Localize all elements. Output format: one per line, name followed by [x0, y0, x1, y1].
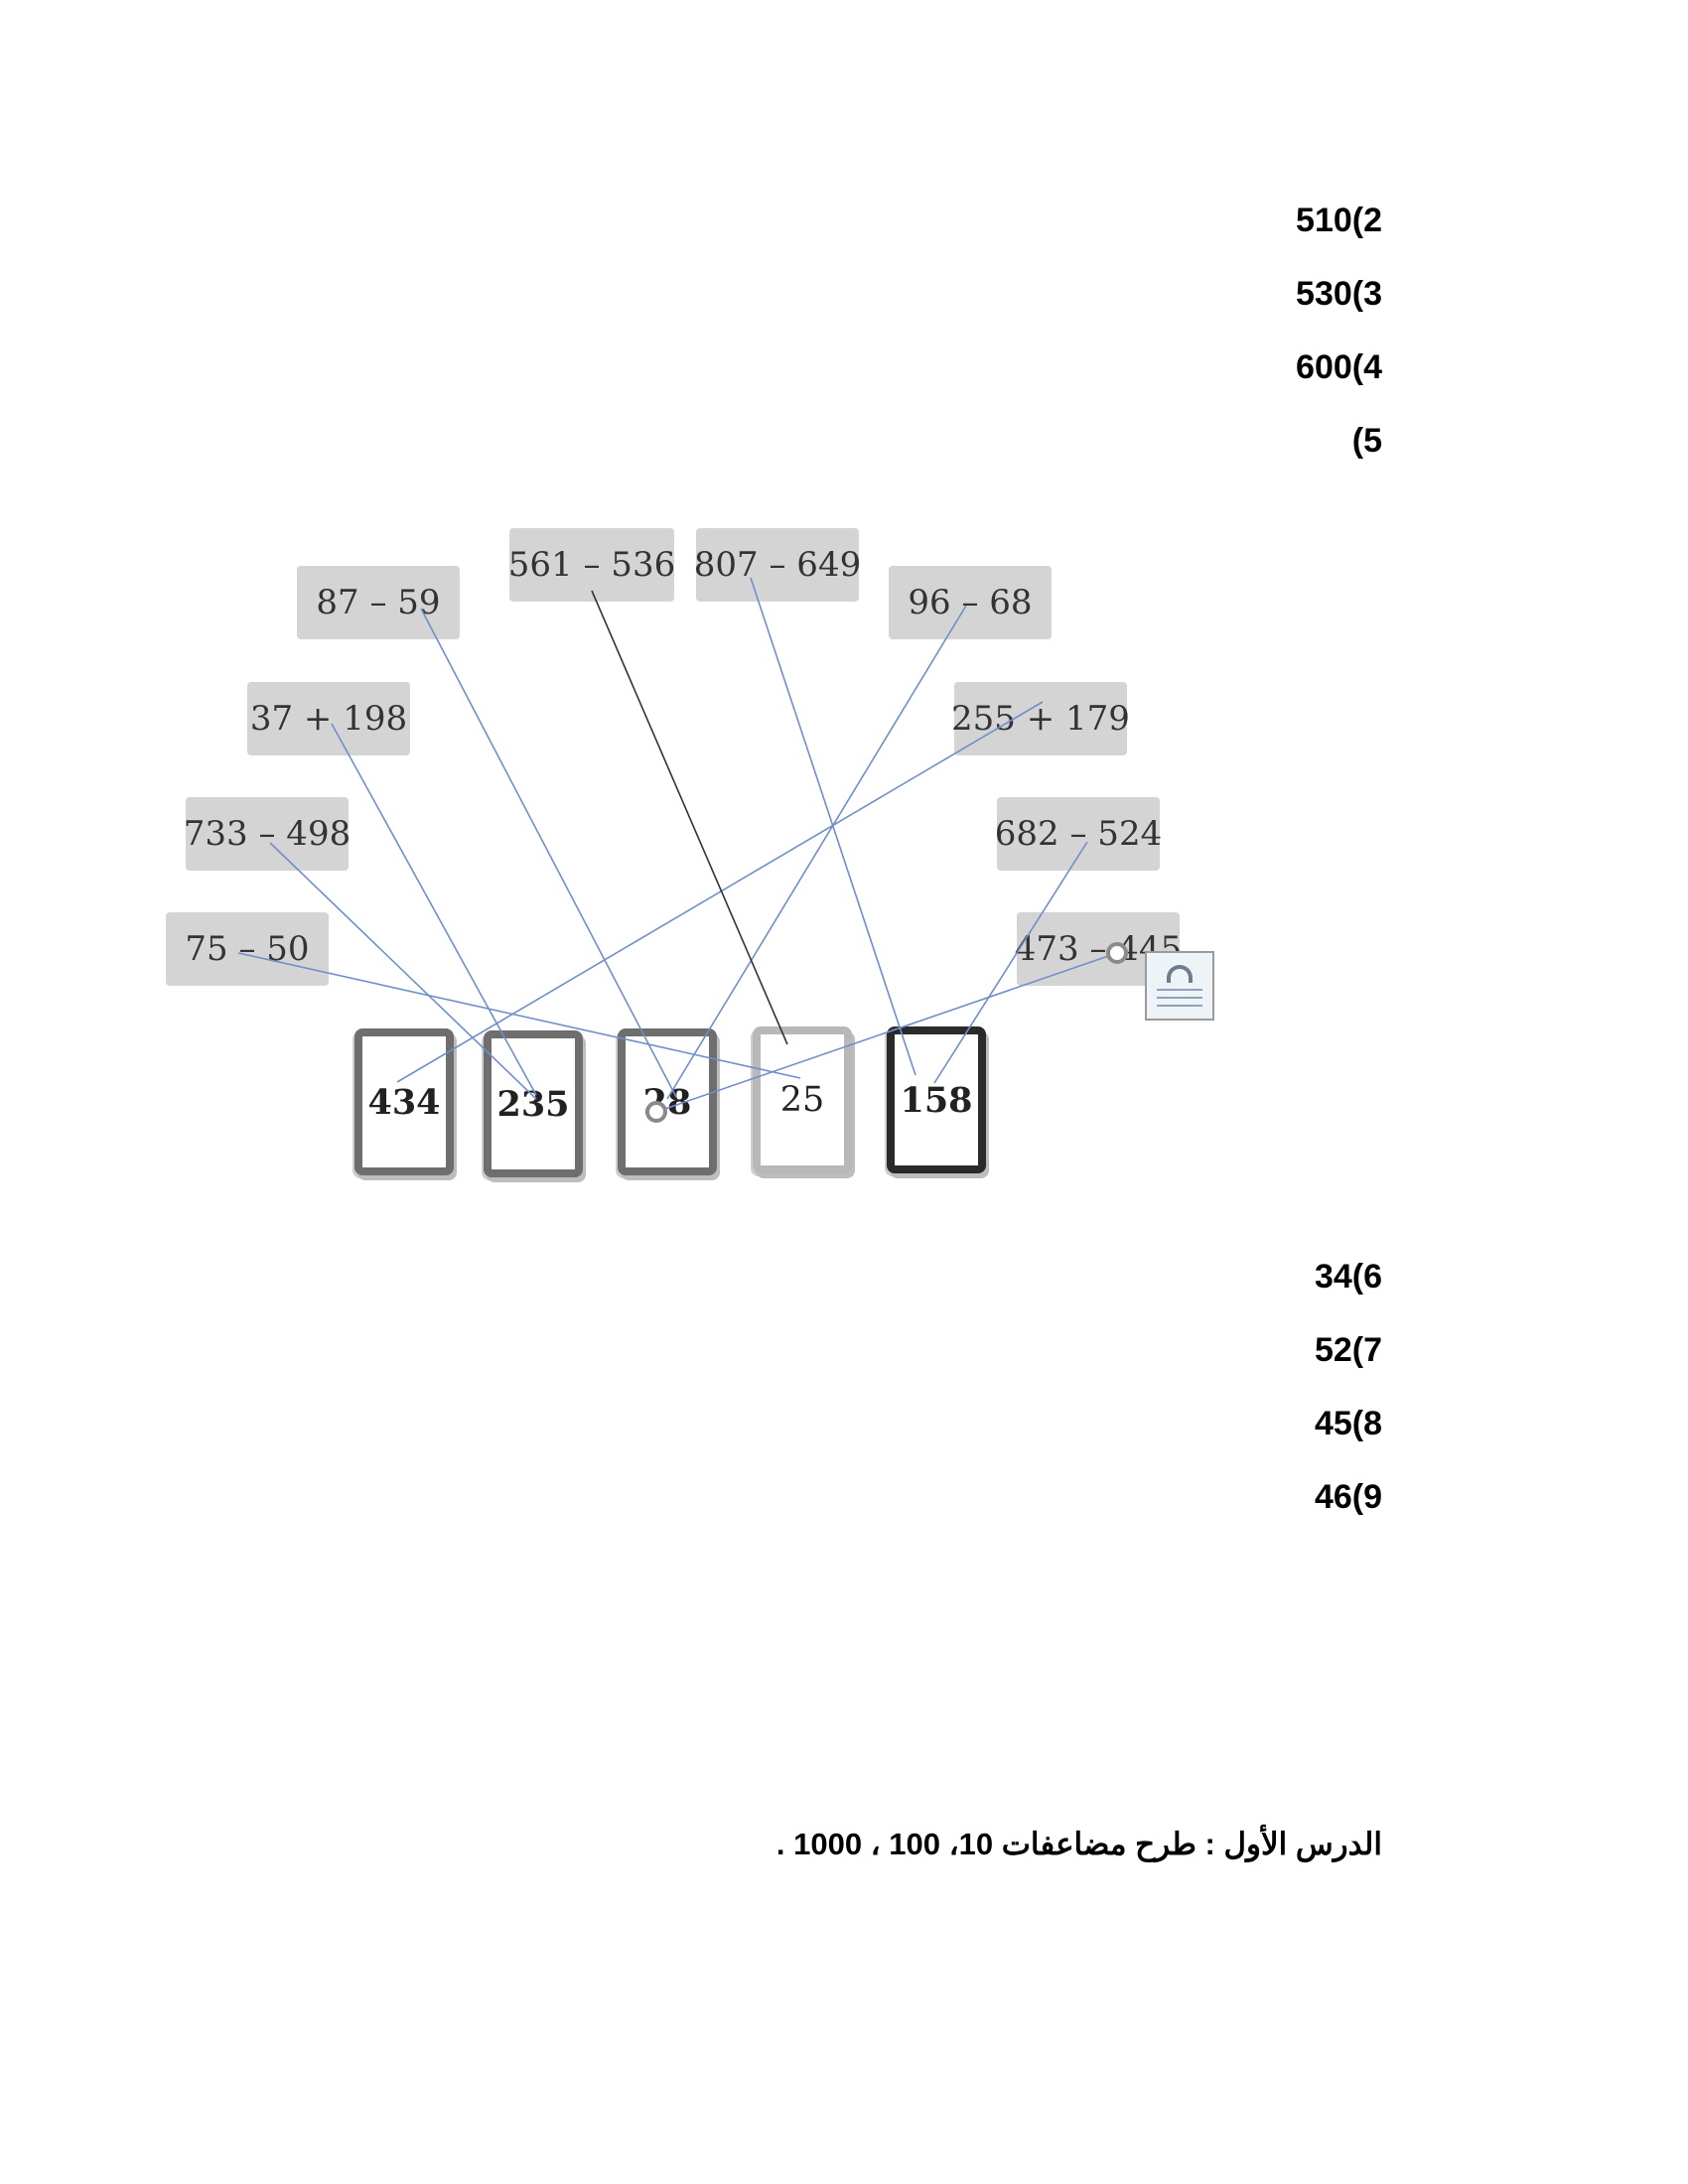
- drag-handle-icon[interactable]: [645, 1101, 667, 1123]
- answer-9: 46(9: [1314, 1478, 1382, 1516]
- expression-tile: 37 + 198: [247, 682, 410, 755]
- match-line: [331, 723, 537, 1096]
- match-line: [666, 605, 967, 1100]
- expression-tile: 807 – 649: [694, 528, 861, 602]
- answer-3: 530(3: [1296, 275, 1382, 313]
- answer-5: (5: [1351, 422, 1382, 460]
- answer-6: 34(6: [1314, 1258, 1382, 1296]
- text-line: [1157, 997, 1202, 999]
- layout-options-icon[interactable]: [1145, 951, 1214, 1021]
- matching-figure: 75 – 50 733 – 498 37 + 198 87 – 59 561 –…: [166, 528, 1214, 1177]
- match-line: [269, 842, 537, 1100]
- expression-tile: 561 – 536: [508, 528, 675, 602]
- expression-tile: 473 – 445: [1015, 912, 1182, 986]
- matching-lines: [237, 577, 1118, 1113]
- answer-card: 25: [753, 1026, 852, 1173]
- active-match-line: [591, 590, 788, 1045]
- lesson-title: الدرس الأول : طرح مضاعفات 10، 100 ، 1000…: [775, 1827, 1382, 1861]
- drag-handle-icon[interactable]: [1106, 942, 1128, 964]
- expression-tile: 87 – 59: [297, 566, 460, 639]
- answer-7: 52(7: [1314, 1331, 1382, 1369]
- answer-card: 235: [484, 1030, 583, 1177]
- expression-tile: 255 + 179: [951, 682, 1130, 755]
- text-line: [1157, 989, 1202, 991]
- expression-tile: 682 – 524: [995, 797, 1162, 871]
- answer-card: 158: [887, 1026, 986, 1173]
- match-line: [420, 608, 677, 1098]
- answer-8: 45(8: [1314, 1405, 1382, 1442]
- answer-2: 510(2: [1296, 202, 1382, 239]
- expression-tile: 733 – 498: [184, 797, 351, 871]
- match-line: [933, 841, 1088, 1084]
- expression-tile: 75 – 50: [166, 912, 329, 986]
- text-line: [1157, 1005, 1202, 1007]
- match-line: [750, 577, 916, 1076]
- answer-card: 28: [618, 1028, 717, 1175]
- arch-glyph: [1167, 965, 1193, 983]
- answer-card: 434: [354, 1028, 454, 1175]
- match-line: [396, 701, 1044, 1083]
- expression-tile: 96 – 68: [889, 566, 1052, 639]
- answer-4: 600(4: [1296, 348, 1382, 386]
- match-line: [655, 952, 1118, 1113]
- match-line: [237, 952, 801, 1079]
